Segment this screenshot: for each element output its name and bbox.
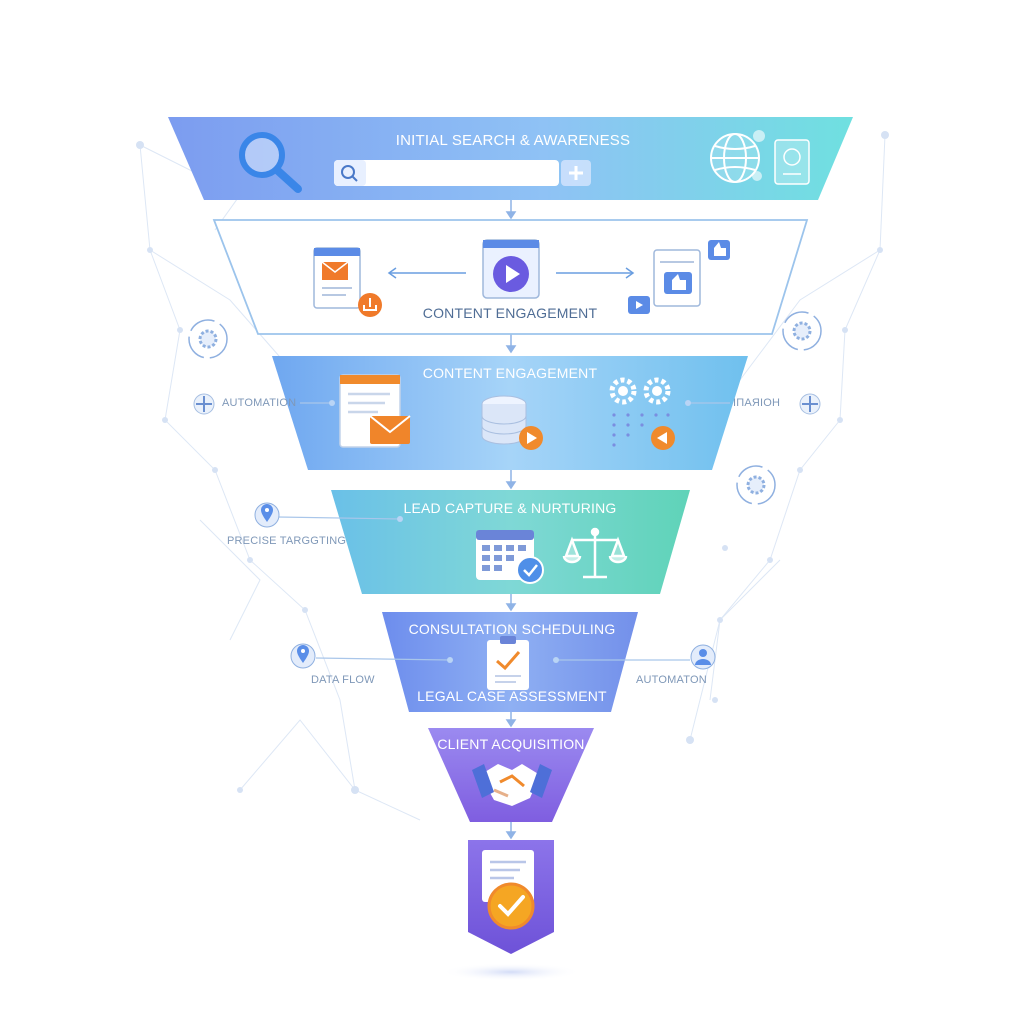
thumbs-up-icon <box>628 240 730 314</box>
stage-3-title: CONTENT ENGAGEMENT <box>422 365 598 381</box>
arrow-left-icon <box>387 267 466 279</box>
stage-2-title: CONTENT ENGAGEMENT <box>422 305 598 321</box>
stage-final-certificate[interactable] <box>441 840 581 981</box>
data-flow-label: DATA FLOW <box>311 674 375 686</box>
stage-5-title: CONSULTATION SCHEDULING <box>408 621 616 637</box>
automation-label-right: ІПАЯІОН <box>733 397 781 409</box>
handshake-icon <box>472 764 552 806</box>
precise-targeting-label: PRECISE TARGGTING <box>227 535 347 547</box>
connector-dots <box>329 400 691 663</box>
arrow-right-icon <box>556 267 635 279</box>
magnifier-icon <box>239 132 302 193</box>
scales-of-justice-icon <box>562 527 628 579</box>
background-nodes <box>136 131 889 794</box>
video-play-icon[interactable] <box>482 239 540 299</box>
plus-icon[interactable] <box>561 160 591 186</box>
stage-content-engagement-2[interactable] <box>272 356 748 470</box>
stage-4-title: LEAD CAPTURE & NURTURING <box>403 500 617 516</box>
search-bar-icon[interactable] <box>334 160 559 186</box>
stage-content-engagement-1[interactable] <box>212 219 809 335</box>
globe-icon <box>710 130 765 183</box>
calendar-check-icon <box>476 530 544 584</box>
automation-label-bottom-right: AUTOMATON <box>636 674 707 686</box>
automation-disc-icon <box>799 393 821 415</box>
database-icon <box>481 395 543 450</box>
location-pin-icon <box>290 643 316 669</box>
email-document-icon <box>313 247 361 309</box>
email-document-icon <box>339 374 411 448</box>
stage-1-title: INITIAL SEARCH & AWARENESS <box>395 132 631 149</box>
download-icon <box>358 293 382 317</box>
certificate-check-icon <box>482 850 535 930</box>
automation-label-left: AUTOMATION <box>222 397 297 409</box>
stage-5b-title: LEGAL CASE ASSESSMENT <box>417 688 607 704</box>
stage-lead-capture[interactable] <box>331 490 690 594</box>
gear-cycle-icon <box>188 319 228 359</box>
gear-cycle-icon <box>782 311 822 351</box>
automation-disc-icon <box>193 393 215 415</box>
side-connectors <box>277 402 730 661</box>
stage-connectors <box>505 200 517 840</box>
stage-initial-search[interactable] <box>168 117 853 200</box>
gears-icon <box>609 377 675 450</box>
passport-icon <box>774 139 810 185</box>
location-pin-icon <box>254 502 280 528</box>
stage-client-acquisition[interactable] <box>428 728 594 822</box>
stage-consultation[interactable] <box>382 612 638 712</box>
clipboard-check-icon <box>487 636 529 690</box>
user-icon <box>690 644 716 670</box>
stage-6-title: CLIENT ACQUISITION <box>437 736 585 752</box>
gear-cycle-icon <box>736 465 776 505</box>
